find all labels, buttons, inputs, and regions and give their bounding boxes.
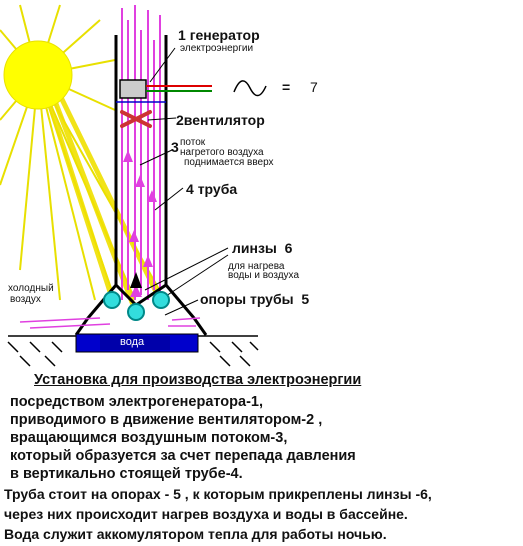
caption-line-1: посредством электрогенератора-1,	[10, 394, 263, 410]
pipe	[114, 35, 168, 285]
caption-line-2: приводимого в движение вентилятором-2 ,	[10, 412, 323, 428]
installation-diagram	[0, 4, 267, 367]
label-ventilator: 2вентилятор	[176, 112, 265, 128]
label-lenses-line1: для нагрева	[228, 261, 285, 272]
caption-title: Установка для производства электроэнерги…	[34, 372, 362, 388]
center-arrow-icon	[130, 272, 142, 288]
label-lenses-line2: воды и воздуха	[228, 270, 300, 281]
label-lenses: линзы 6	[232, 240, 293, 256]
cold-air-arrows	[19, 317, 201, 329]
label-flow-line1: поток	[180, 137, 206, 148]
caption-line-3: вращающимся воздушным потоком-3,	[10, 430, 288, 446]
pipe-supports	[74, 283, 208, 336]
label-output-num: 7	[310, 79, 318, 95]
label-generator: 1 генератор	[178, 27, 260, 43]
label-pipe: 4 труба	[186, 181, 238, 197]
label-water: вода	[120, 336, 145, 348]
caption-line-5: в вертикально стоящей трубе-4.	[10, 466, 243, 482]
caption-line-4: который образуется за счет перепада давл…	[10, 448, 356, 464]
leader-lines	[139, 47, 229, 316]
label-flow-line2: нагретого воздуха	[180, 147, 264, 158]
caption-line-6: Труба стоит на опорах - 5 , к которым пр…	[4, 486, 432, 502]
label-output-eq: =	[282, 79, 291, 95]
label-generator-sub: электроэнергии	[180, 43, 254, 54]
label-flow-line3: поднимается вверх	[184, 157, 274, 168]
lenses	[103, 291, 170, 321]
ac-symbol-icon	[233, 80, 267, 97]
focused-rays	[42, 83, 163, 311]
label-cold-air-2: воздух	[10, 294, 41, 305]
generator-box	[119, 79, 147, 99]
caption-line-7: через них происходит нагрев воздуха и во…	[4, 506, 408, 522]
caption-line-8: Вода служит аккомулятором тепла для рабо…	[4, 526, 387, 542]
label-cold-air-1: холодный	[8, 283, 54, 294]
fan-icon	[120, 110, 152, 128]
label-flow-number: 3	[171, 139, 179, 155]
label-supports: опоры трубы 5	[200, 291, 310, 307]
flow-arrows	[123, 150, 157, 297]
sun-icon	[3, 40, 73, 110]
